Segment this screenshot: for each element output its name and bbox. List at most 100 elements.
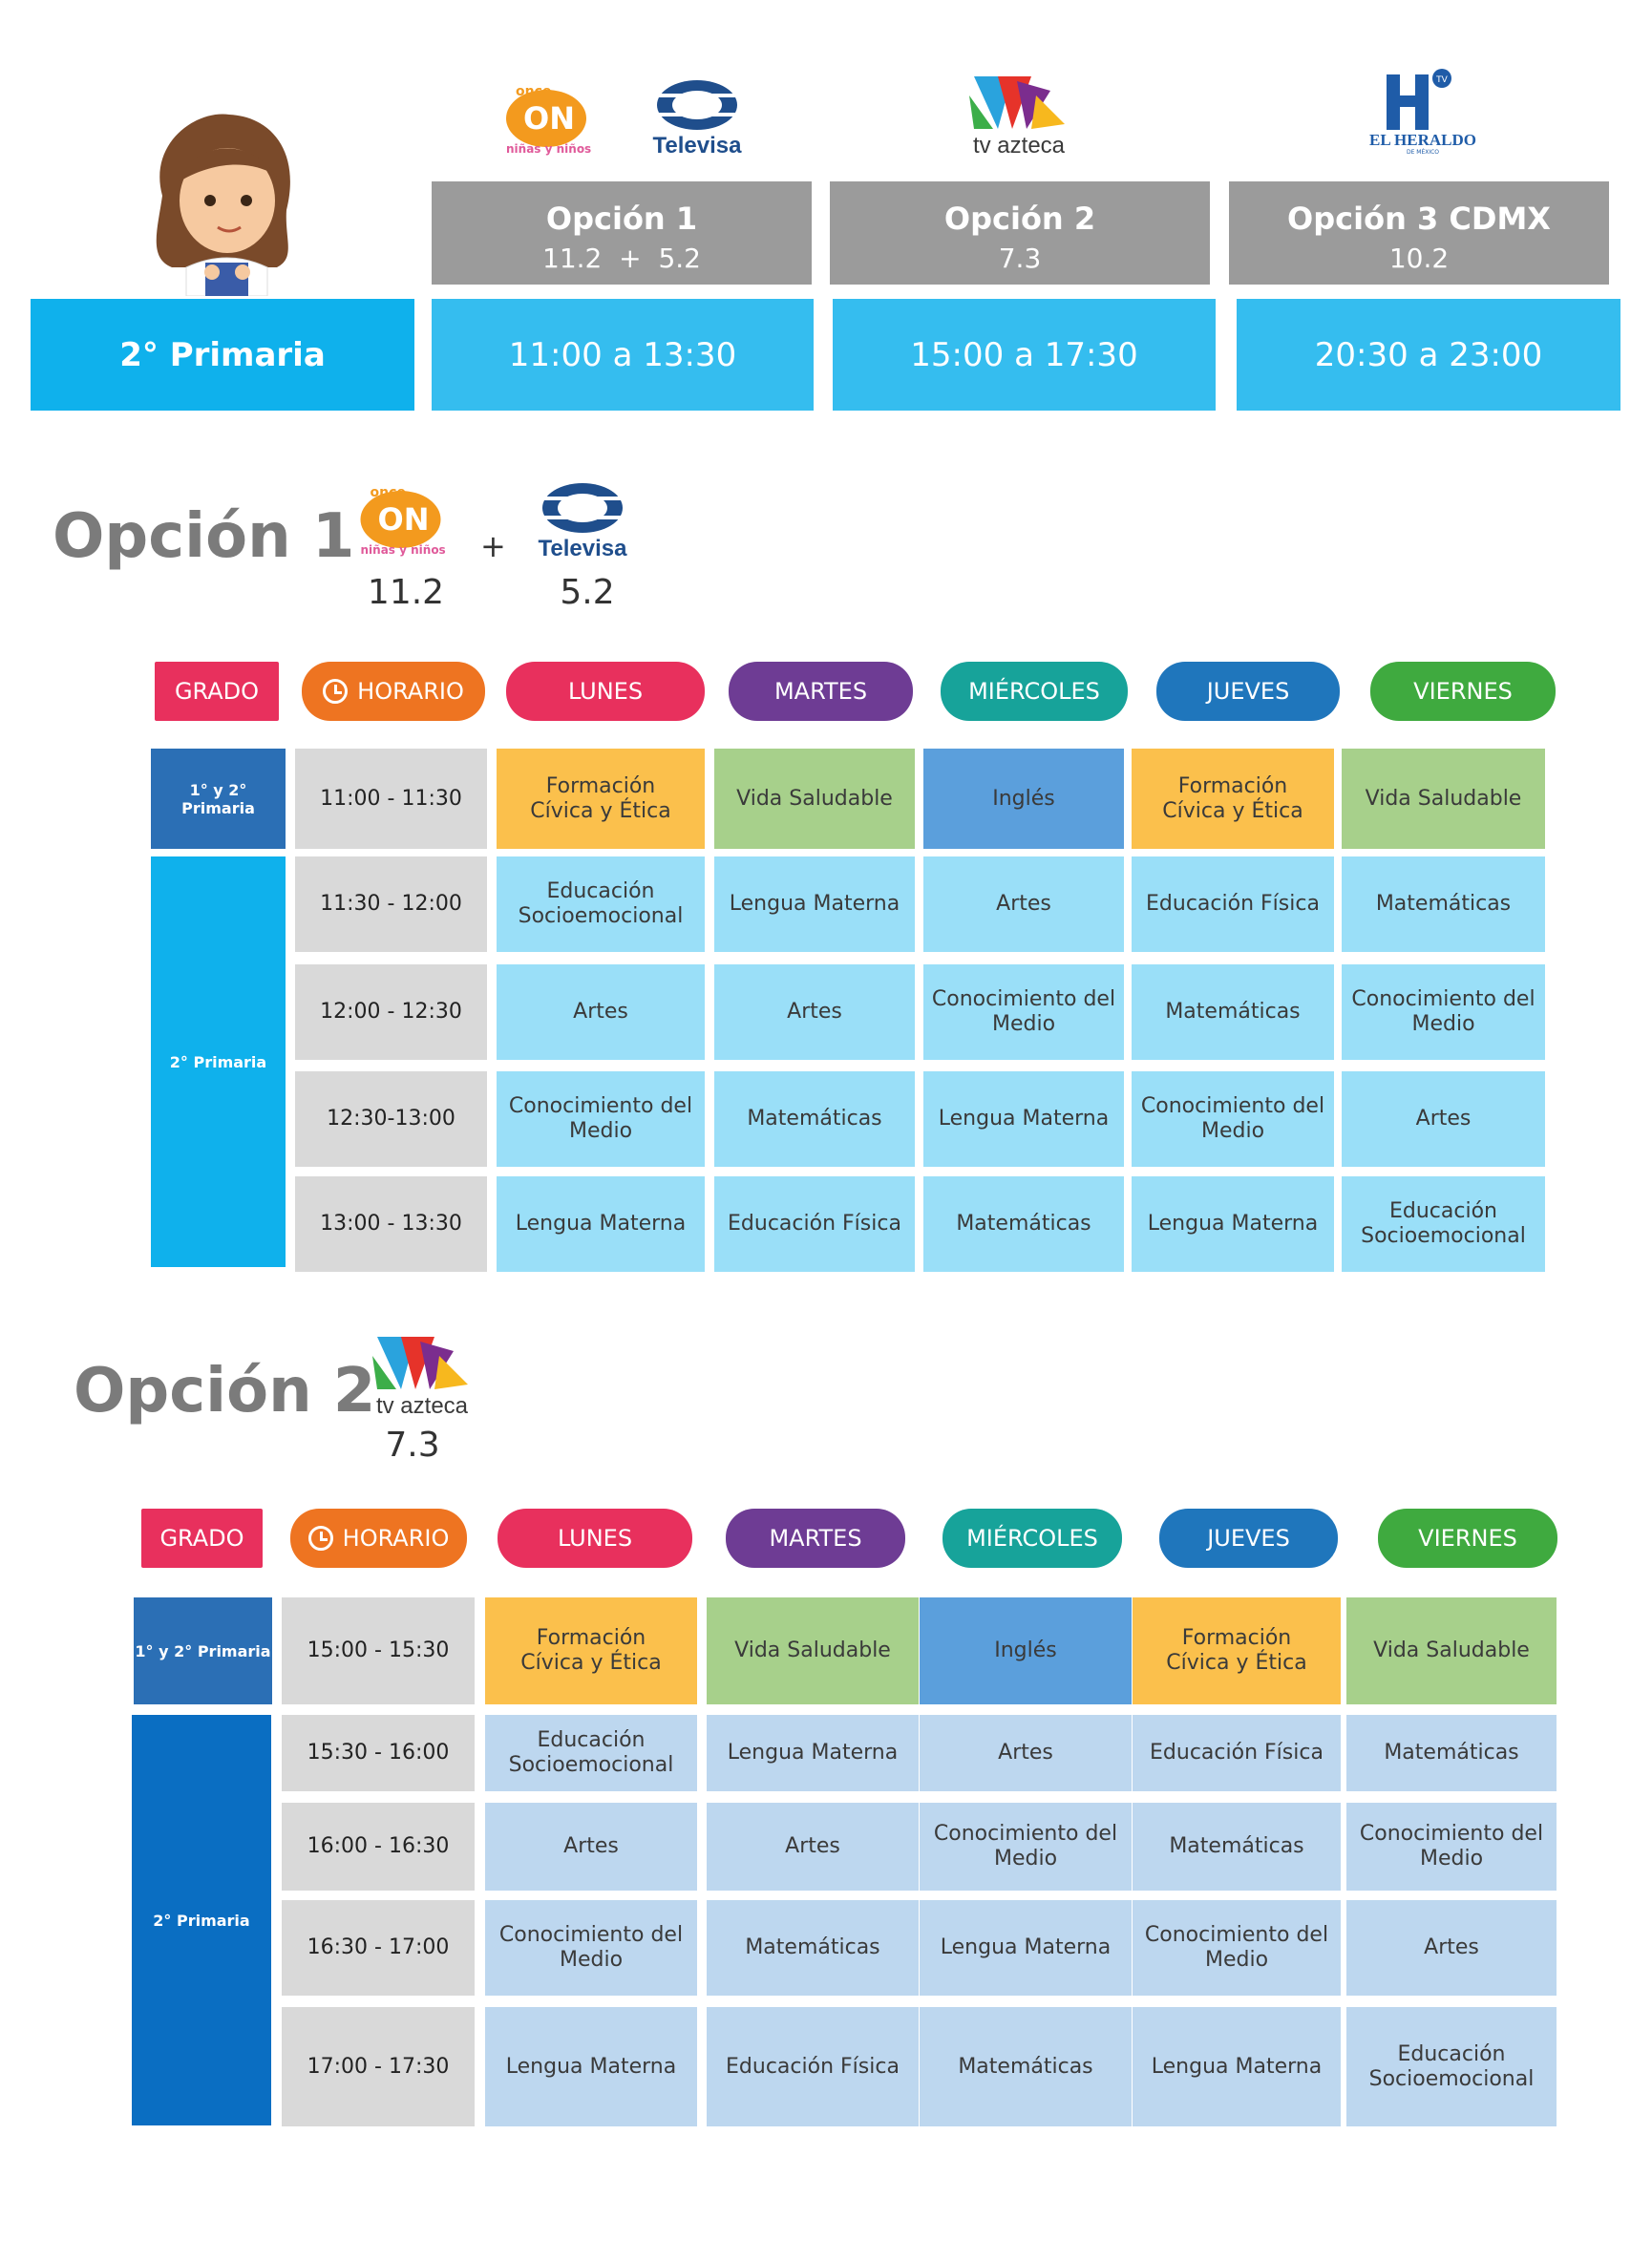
section-2-tvazteca-logo: tv azteca — [363, 1327, 482, 1419]
summary-option-3-channels: 10.2 — [1388, 243, 1450, 274]
s1-subject-r4-c3: Lengua Materna — [1132, 1176, 1334, 1272]
s2-subject-r0-c4: Vida Saludable — [1346, 1597, 1557, 1704]
once-top-text-2: once — [371, 485, 406, 500]
s1-subject-r4-c0: Lengua Materna — [497, 1176, 705, 1272]
once-main-text-2: ON — [378, 501, 430, 538]
s2-subject-r2-c1: Artes — [707, 1803, 919, 1891]
s2-header-miercoles: MIÉRCOLES — [942, 1509, 1122, 1568]
s2-subject-r0-c1: Vida Saludable — [707, 1597, 919, 1704]
s1-header-miercoles: MIÉRCOLES — [941, 662, 1128, 721]
s2-subject-r1-c4: Matemáticas — [1346, 1715, 1557, 1791]
s2-subject-r2-c0: Artes — [485, 1803, 697, 1891]
s1-subject-r0-c4: Vida Saludable — [1342, 749, 1545, 849]
tvazteca-text-2: tv azteca — [376, 1393, 469, 1418]
s2-subject-r3-c4: Artes — [1346, 1900, 1557, 1996]
summary-grade: 2° Primaria — [31, 299, 414, 411]
s1-grade-second: 2° Primaria — [151, 856, 286, 1267]
s2-header-horario-label: HORARIO — [342, 1525, 450, 1552]
s2-grade-combined: 1° y 2° Primaria — [134, 1597, 272, 1704]
s1-subject-r2-c0: Artes — [497, 964, 705, 1060]
clock-icon — [323, 679, 349, 704]
s2-header-martes: MARTES — [726, 1509, 905, 1568]
s2-header-horario: HORARIO — [290, 1509, 467, 1568]
once-ninos-logo: once ON niñas y niños — [497, 76, 602, 158]
televisa-text: Televisa — [653, 133, 743, 159]
s1-subject-r0-c2: Inglés — [923, 749, 1124, 849]
s2-subject-r0-c2: Inglés — [920, 1597, 1132, 1704]
heraldo-mark-text: TV — [1435, 75, 1448, 85]
s2-header-viernes: VIERNES — [1378, 1509, 1557, 1568]
s1-header-lunes: LUNES — [506, 662, 705, 721]
s2-time-3: 16:30 - 17:00 — [282, 1900, 475, 1996]
s2-subject-r4-c4: Educación Socioemocional — [1346, 2007, 1557, 2126]
s1-grade-combined: 1° y 2° Primaria — [151, 749, 286, 849]
s1-subject-r4-c4: Educación Socioemocional — [1342, 1176, 1545, 1272]
summary-option-1-title: Opción 1 — [545, 201, 698, 237]
section-1-televisa-logo: Televisa — [525, 477, 640, 563]
s1-time-4: 13:00 - 13:30 — [295, 1176, 487, 1272]
s1-header-horario: HORARIO — [302, 662, 485, 721]
summary-time-2: 15:00 a 17:30 — [833, 299, 1216, 411]
s2-subject-r3-c2: Lengua Materna — [920, 1900, 1132, 1996]
s2-time-4: 17:00 - 17:30 — [282, 2007, 475, 2126]
s1-header-martes: MARTES — [729, 662, 913, 721]
section-1-channel-a: 11.2 — [367, 573, 445, 612]
s2-header-lunes: LUNES — [498, 1509, 692, 1568]
s1-header-grado: GRADO — [155, 662, 279, 721]
s1-time-0: 11:00 - 11:30 — [295, 749, 487, 849]
s2-time-1: 15:30 - 16:00 — [282, 1715, 475, 1791]
summary-option-1: Opción 1 11.2 + 5.2 — [432, 181, 812, 285]
girl-illustration — [143, 105, 306, 297]
s1-subject-r2-c2: Conocimiento del Medio — [923, 964, 1124, 1060]
s2-subject-r4-c3: Lengua Materna — [1133, 2007, 1341, 2126]
section-1-channel-b: 5.2 — [560, 573, 615, 612]
section-2-channel: 7.3 — [385, 1426, 440, 1465]
s2-time-0: 15:00 - 15:30 — [282, 1597, 475, 1704]
heraldo-text: EL HERALDO — [1369, 131, 1476, 149]
once-sub-text: niñas y niños — [506, 142, 591, 156]
section-1-title: Opción 1 — [53, 501, 355, 572]
s1-subject-r1-c0: Educación Socioemocional — [497, 856, 705, 952]
s1-header-jueves: JUEVES — [1156, 662, 1340, 721]
summary-option-2-channels: 7.3 — [998, 243, 1042, 274]
summary-option-3: Opción 3 CDMX 10.2 — [1229, 181, 1609, 285]
s2-subject-r2-c4: Conocimiento del Medio — [1346, 1803, 1557, 1891]
s1-subject-r1-c1: Lengua Materna — [714, 856, 915, 952]
heraldo-sub-text: DE MÉXICO — [1407, 148, 1439, 156]
s1-subject-r2-c4: Conocimiento del Medio — [1342, 964, 1545, 1060]
s2-subject-r3-c1: Matemáticas — [707, 1900, 919, 1996]
s1-header-horario-label: HORARIO — [357, 678, 464, 705]
s2-subject-r3-c3: Conocimiento del Medio — [1133, 1900, 1341, 1996]
s1-subject-r4-c1: Educación Física — [714, 1176, 915, 1272]
televisa-logo: Televisa — [640, 74, 754, 160]
s2-subject-r0-c0: Formación Cívica y Ética — [485, 1597, 697, 1704]
summary-option-1-channels: 11.2 + 5.2 — [542, 243, 701, 274]
section-1-once-logo: once ON niñas y niños — [349, 477, 458, 559]
summary-option-3-title: Opción 3 CDMX — [1287, 201, 1551, 237]
s1-subject-r2-c1: Artes — [714, 964, 915, 1060]
s2-subject-r2-c2: Conocimiento del Medio — [920, 1803, 1132, 1891]
once-sub-text-2: niñas y niños — [361, 543, 446, 557]
s1-subject-r3-c4: Artes — [1342, 1071, 1545, 1167]
once-top-text: once — [516, 84, 551, 99]
s1-subject-r2-c3: Matemáticas — [1132, 964, 1334, 1060]
summary-time-3: 20:30 a 23:00 — [1237, 299, 1620, 411]
s2-subject-r1-c0: Educación Socioemocional — [485, 1715, 697, 1791]
section-2-title: Opción 2 — [74, 1356, 376, 1427]
s2-subject-r3-c0: Conocimiento del Medio — [485, 1900, 697, 1996]
s2-header-grado: GRADO — [141, 1509, 263, 1568]
s2-subject-r2-c3: Matemáticas — [1133, 1803, 1341, 1891]
s1-subject-r1-c3: Educación Física — [1132, 856, 1334, 952]
s1-subject-r0-c1: Vida Saludable — [714, 749, 915, 849]
s1-subject-r3-c0: Conocimiento del Medio — [497, 1071, 705, 1167]
s2-grade-second: 2° Primaria — [132, 1715, 271, 2125]
s1-header-viernes: VIERNES — [1370, 662, 1556, 721]
s1-subject-r3-c2: Lengua Materna — [923, 1071, 1124, 1167]
s2-time-2: 16:00 - 16:30 — [282, 1803, 475, 1891]
s2-subject-r1-c1: Lengua Materna — [707, 1715, 919, 1791]
tvazteca-text: tv azteca — [973, 133, 1066, 158]
summary-option-2-title: Opción 2 — [943, 201, 1096, 237]
s1-subject-r3-c1: Matemáticas — [714, 1071, 915, 1167]
s2-subject-r4-c0: Lengua Materna — [485, 2007, 697, 2126]
tvazteca-logo: tv azteca — [960, 67, 1079, 159]
